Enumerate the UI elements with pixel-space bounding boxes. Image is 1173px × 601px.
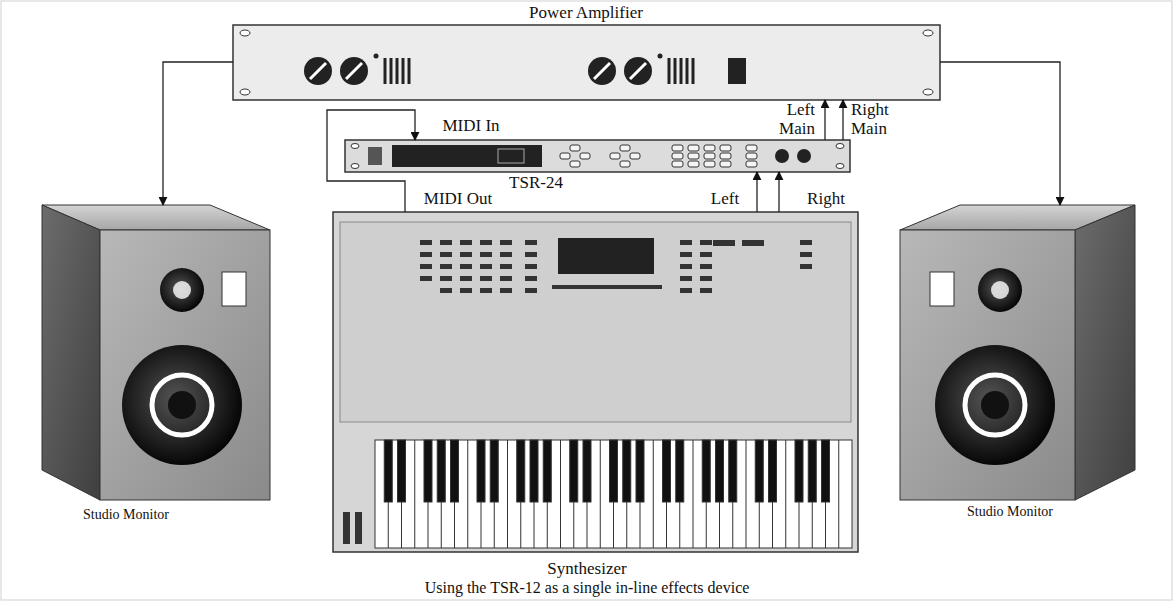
device-label: Power Amplifier: [529, 3, 643, 22]
signal-cable: [327, 110, 415, 212]
signal-cable: [824, 100, 825, 140]
device-label-box: Power Amplifier: [529, 3, 643, 23]
device-node: Studio Monitor: [42, 205, 270, 500]
signal-label: Right: [851, 100, 889, 119]
signal-label-box: Left: [711, 189, 739, 208]
device-label: Synthesizer: [547, 559, 626, 578]
device-label: Studio Monitor: [967, 504, 1053, 519]
signal-label-box: Right: [851, 100, 889, 119]
signal-cable: [163, 62, 233, 205]
studio-monitor-drawing: [900, 205, 1135, 500]
signal-label-box: MIDI In: [442, 116, 499, 135]
signal-label-box: Left: [787, 100, 815, 119]
device-label-box: Studio Monitor: [83, 505, 169, 525]
effects-unit-drawing: [345, 140, 850, 172]
studio-monitor-drawing: [42, 205, 270, 500]
device-label: Studio Monitor: [83, 507, 169, 522]
signal-label-box: Main: [779, 119, 815, 138]
signal-cable: [778, 172, 779, 212]
signal-label: Main: [779, 119, 815, 138]
power-amplifier-drawing: [233, 25, 940, 100]
signal-label: Left: [711, 189, 739, 208]
figure-caption: Using the TSR-12 as a single in-line eff…: [425, 579, 750, 596]
device-label-box: Synthesizer: [547, 559, 626, 579]
caption-box: Using the TSR-12 as a single in-line eff…: [425, 579, 750, 597]
device-label-box: Studio Monitor: [967, 502, 1053, 522]
device-node: Synthesizer: [333, 212, 858, 552]
device-label: TSR-24: [509, 173, 563, 192]
signal-cable: [756, 172, 757, 212]
device-node: TSR-24: [345, 140, 850, 172]
device-node: Studio Monitor: [900, 205, 1135, 500]
signal-label-box: MIDI Out: [424, 189, 492, 208]
signal-label: Right: [807, 189, 845, 208]
synthesizer-drawing: [333, 212, 858, 552]
signal-label-box: Right: [807, 189, 845, 208]
signal-cable: [842, 100, 843, 140]
signal-label: Main: [851, 119, 887, 138]
signal-label: MIDI Out: [424, 189, 492, 208]
device-label-box: TSR-24: [509, 173, 563, 193]
signal-label-box: Main: [851, 119, 887, 138]
signal-label: Left: [787, 100, 815, 119]
device-node: Power Amplifier: [233, 25, 940, 100]
signal-label: MIDI In: [442, 116, 499, 135]
signal-cable: [940, 62, 1060, 205]
